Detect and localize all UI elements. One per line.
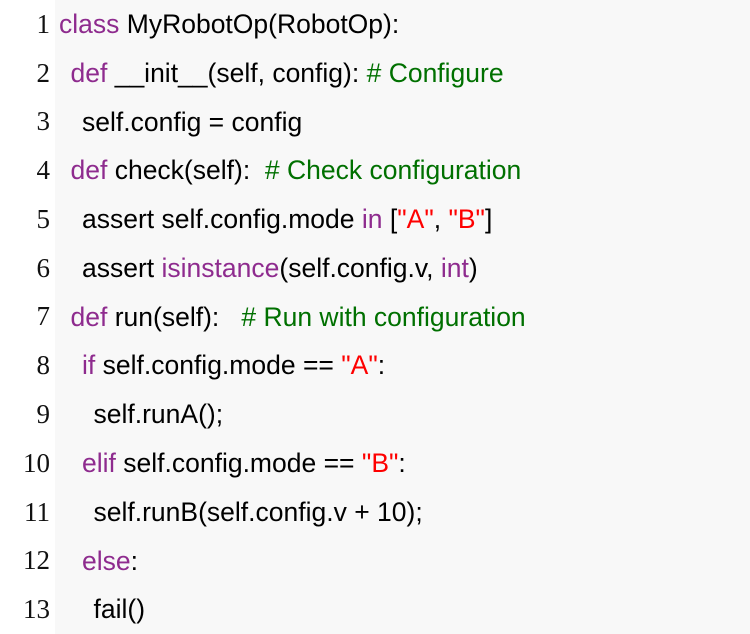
code-line-row[interactable]: 2 def __init__(self, config): # Configure: [0, 48, 750, 98]
line-number: 1: [0, 0, 55, 49]
code-token-plain: ): [468, 252, 478, 283]
code-line-content[interactable]: self.runB(self.config.v + 10);: [55, 487, 750, 537]
code-token-com: # Run with configuration: [241, 301, 526, 332]
code-line-row[interactable]: 10 elif self.config.mode == "B":: [0, 438, 750, 488]
code-token-kw: int: [440, 252, 469, 283]
code-line-text: def run(self): # Run with configuration: [70, 301, 526, 332]
line-number: 7: [0, 292, 55, 342]
code-token-str: "B": [448, 204, 485, 235]
code-token-kw: def: [70, 155, 108, 186]
code-token-plain: :: [398, 448, 406, 479]
code-line-row[interactable]: 7 def run(self): # Run with configuration: [0, 292, 750, 342]
code-line-row[interactable]: 11 self.runB(self.config.v + 10);: [0, 487, 750, 537]
code-line-row[interactable]: 13 fail(): [0, 585, 750, 634]
line-number: 8: [0, 341, 55, 391]
code-token-com: # Configure: [366, 57, 504, 88]
code-line-text: elif self.config.mode == "B":: [82, 450, 406, 477]
line-number: 9: [0, 390, 55, 439]
code-line-content[interactable]: assert self.config.mode in ["A", "B"]: [55, 195, 750, 244]
code-line-content[interactable]: class MyRobotOp(RobotOp):: [55, 0, 750, 49]
code-line-text: self.config = config: [82, 106, 303, 137]
code-line-text: assert self.config.mode in ["A", "B"]: [82, 206, 492, 233]
line-number: 6: [0, 243, 55, 293]
line-number: 11: [0, 487, 55, 537]
code-line-row[interactable]: 5 assert self.config.mode in ["A", "B"]: [0, 195, 750, 244]
code-token-plain: self.runA();: [93, 399, 224, 430]
code-token-plain: self.runB(self.config.v + 10);: [93, 496, 423, 527]
code-line-row[interactable]: 12 else:: [0, 536, 750, 586]
code-token-str: "B": [361, 448, 399, 479]
code-line-content[interactable]: def __init__(self, config): # Configure: [55, 48, 750, 98]
code-line-row[interactable]: 8 if self.config.mode == "A":: [0, 341, 750, 391]
code-line-row[interactable]: 9 self.runA();: [0, 390, 750, 439]
code-line-text: def __init__(self, config): # Configure: [71, 60, 504, 87]
code-token-plain: __init__(self, config):: [107, 57, 367, 88]
code-line-content[interactable]: def check(self): # Check configuration: [55, 146, 750, 196]
code-token-plain: MyRobotOp(RobotOp):: [119, 9, 400, 40]
code-token-kw: def: [70, 301, 108, 332]
code-line-text: fail(): [94, 596, 146, 623]
code-line-text: else:: [82, 545, 138, 576]
code-token-plain: fail(): [93, 594, 146, 625]
code-line-text: self.runB(self.config.v + 10);: [94, 499, 423, 526]
code-line-row[interactable]: 3 self.config = config: [0, 97, 750, 147]
code-line-content[interactable]: self.config = config: [55, 97, 750, 147]
line-number: 2: [0, 48, 55, 98]
line-number: 4: [0, 146, 55, 196]
code-token-plain: assert self.config.mode: [82, 204, 362, 235]
code-line-content[interactable]: def run(self): # Run with configuration: [55, 292, 750, 342]
code-token-kw: def: [70, 57, 108, 88]
code-line-row[interactable]: 6 assert isinstance(self.config.v, int): [0, 243, 750, 293]
code-line-content[interactable]: fail(): [55, 585, 750, 634]
code-token-plain: (self.config.v,: [279, 252, 441, 283]
code-token-plain: [: [382, 204, 398, 235]
code-line-text: if self.config.mode == "A":: [82, 352, 385, 379]
code-line-text: class MyRobotOp(RobotOp):: [59, 11, 399, 38]
code-line-content[interactable]: assert isinstance(self.config.v, int): [55, 243, 750, 293]
code-token-kw: class: [59, 9, 120, 40]
code-line-content[interactable]: if self.config.mode == "A":: [55, 341, 750, 391]
code-line-text: assert isinstance(self.config.v, int): [82, 255, 478, 282]
code-line-content[interactable]: self.runA();: [55, 390, 750, 439]
code-token-com: # Check configuration: [264, 155, 522, 186]
code-token-plain: self.config.mode ==: [95, 350, 342, 381]
code-token-plain: check(self):: [107, 155, 265, 186]
code-token-plain: run(self):: [107, 301, 242, 332]
code-token-plain: self.config.mode ==: [115, 448, 362, 479]
code-token-plain: ,: [433, 204, 449, 235]
line-number: 3: [0, 97, 55, 147]
code-line-content[interactable]: elif self.config.mode == "B":: [55, 438, 750, 488]
code-line-text: self.runA();: [94, 401, 224, 428]
code-line-row[interactable]: 4 def check(self): # Check configuration: [0, 146, 750, 196]
line-number: 12: [0, 536, 55, 586]
code-line-text: def check(self): # Check configuration: [71, 157, 522, 184]
code-token-plain: ]: [484, 204, 493, 235]
line-number: 5: [0, 195, 55, 244]
code-token-str: "A": [397, 204, 434, 235]
line-number: 13: [0, 585, 55, 634]
code-token-plain: :: [377, 350, 386, 381]
code-line-content[interactable]: else:: [55, 536, 750, 586]
code-token-kw: if: [82, 350, 96, 381]
code-token-kw: elif: [82, 448, 116, 479]
code-token-kw: in: [361, 204, 383, 235]
code-token-kw: isinstance: [161, 252, 280, 283]
code-token-plain: assert: [82, 252, 162, 283]
code-token-plain: :: [130, 545, 138, 576]
code-token-plain: self.config = config: [82, 106, 303, 137]
code-token-kw: else: [82, 545, 131, 576]
line-number: 10: [0, 438, 55, 488]
code-token-str: "A": [341, 350, 378, 381]
